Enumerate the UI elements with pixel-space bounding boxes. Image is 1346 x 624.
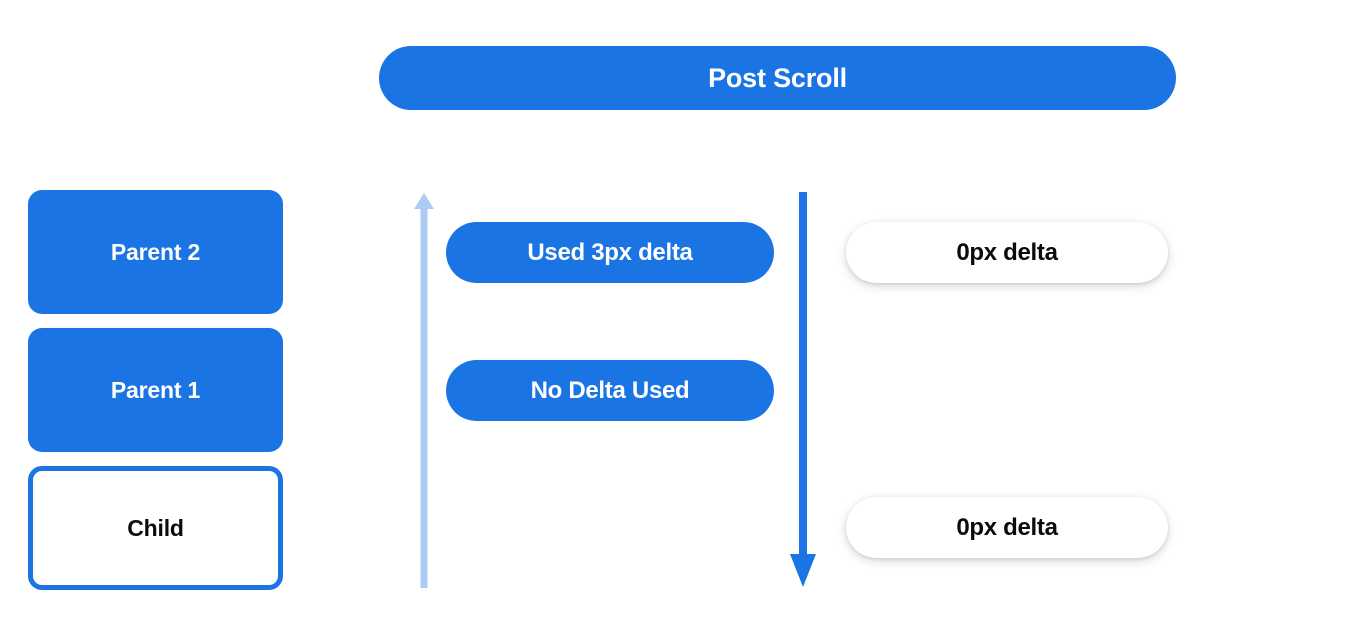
stack-box-label: Parent 1 bbox=[110, 376, 201, 403]
delta-pill-label: Used 3px delta bbox=[527, 238, 693, 266]
delta-pill-zero-top: 0px delta bbox=[846, 222, 1168, 283]
stack-box-parent-1: Parent 1 bbox=[28, 328, 283, 452]
post-scroll-header: Post Scroll bbox=[379, 46, 1176, 110]
delta-pill-label: No Delta Used bbox=[530, 376, 690, 404]
delta-pill-no-delta-used: No Delta Used bbox=[446, 360, 774, 421]
delta-pill-label: 0px delta bbox=[956, 238, 1058, 266]
delta-pill-used-3px: Used 3px delta bbox=[446, 222, 774, 283]
scroll-down-arrow-icon bbox=[790, 192, 816, 587]
stack-box-label: Parent 2 bbox=[110, 238, 201, 265]
header-title: Post Scroll bbox=[708, 62, 847, 93]
delta-pill-zero-bottom: 0px delta bbox=[846, 497, 1168, 558]
stack-box-label: Child bbox=[127, 514, 184, 541]
scroll-up-arrow-icon bbox=[414, 193, 434, 588]
delta-pill-label: 0px delta bbox=[956, 513, 1058, 541]
stack-box-child: Child bbox=[28, 466, 283, 590]
stack-box-parent-2: Parent 2 bbox=[28, 190, 283, 314]
